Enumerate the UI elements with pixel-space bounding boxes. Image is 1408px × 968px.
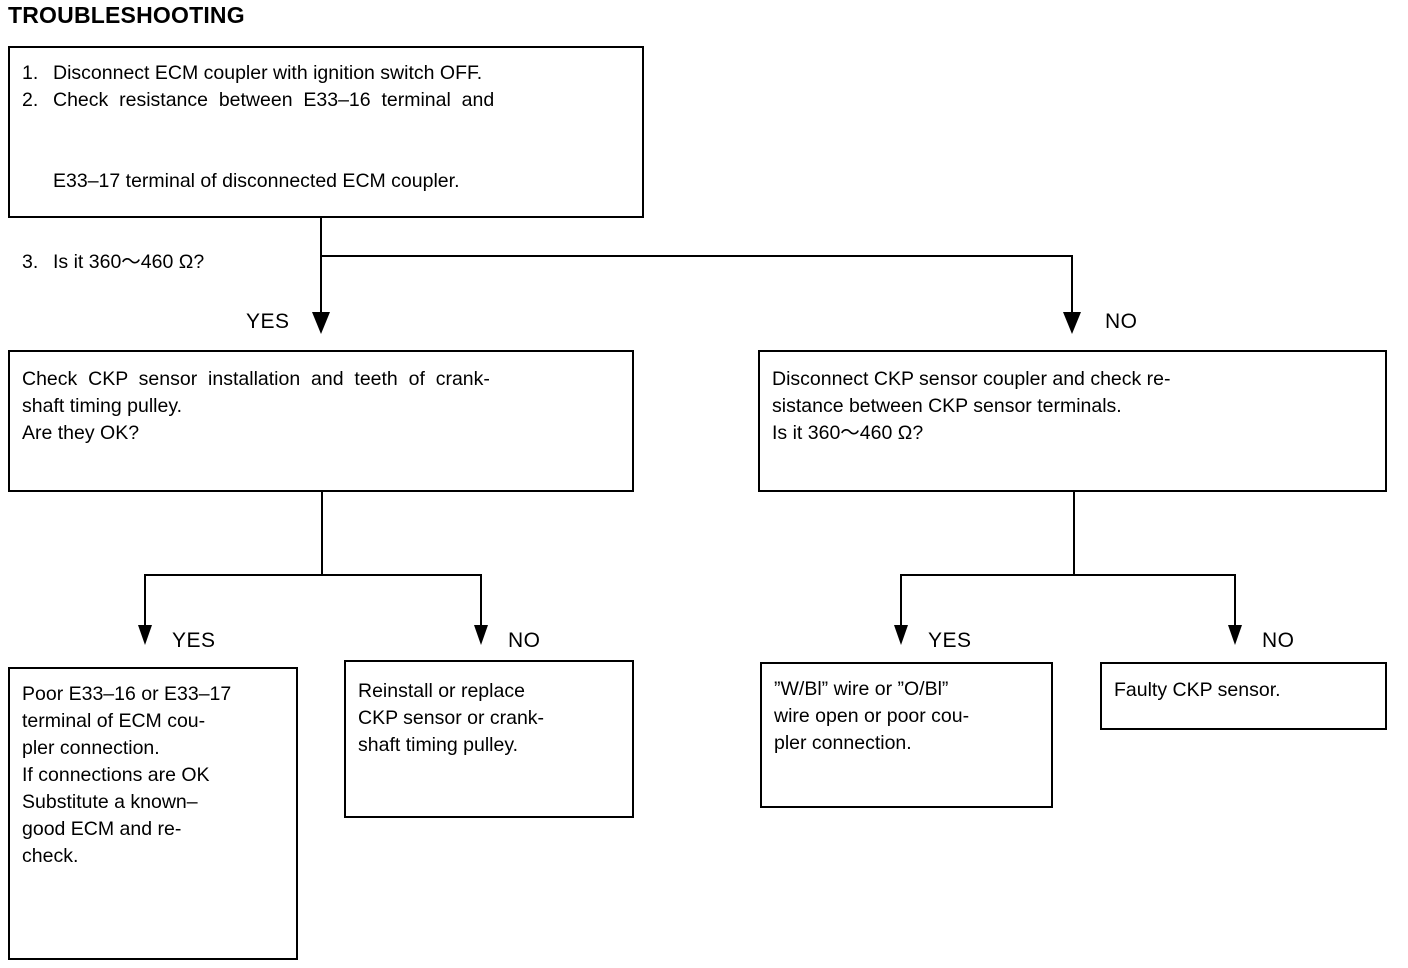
start-step-2-text: Check resistance between E33–16 terminal…	[53, 89, 495, 111]
reinstall-line-1: Reinstall or replace	[358, 680, 525, 702]
start-step-2-continuation-text: E33–17 terminal of disconnected ECM coup…	[53, 170, 460, 192]
connector-start-no-vertical	[1071, 255, 1073, 318]
connector-left-yes-vertical	[144, 574, 146, 631]
connector-start-stem	[320, 218, 322, 257]
box-poor-terminal-connection: Poor E33–16 or E33–17 terminal of ECM co…	[8, 667, 298, 960]
poor-terminal-line-1: Poor E33–16 or E33–17	[22, 683, 232, 705]
start-step-2-number: 2.	[22, 89, 39, 111]
label-left-no: NO	[508, 629, 541, 652]
check-installation-line-2: shaft timing pulley.	[22, 395, 183, 417]
label-right-yes: YES	[928, 629, 972, 652]
connector-right-yes-vertical	[900, 574, 902, 631]
start-step-3-text: Is it 360～460 Ω?	[53, 251, 205, 273]
arrow-left-yes	[138, 625, 152, 645]
disconnect-sensor-line-2: sistance between CKP sensor terminals.	[772, 395, 1122, 417]
connector-left-stem	[321, 492, 323, 576]
arrow-right-yes	[894, 625, 908, 645]
poor-terminal-line-3: pler connection.	[22, 737, 160, 759]
start-step-2: 2. Check resistance between E33–16 termi…	[22, 87, 630, 114]
box-reinstall-or-replace: Reinstall or replace CKP sensor or crank…	[344, 660, 634, 818]
connector-start-yes-vertical	[320, 255, 322, 318]
reinstall-line-3: shaft timing pulley.	[358, 734, 519, 756]
arrow-right-no	[1228, 625, 1242, 645]
check-installation-line-3: Are they OK?	[22, 422, 140, 444]
check-installation-line-1: Check CKP sensor installation and teeth …	[22, 368, 490, 390]
connector-start-to-no	[320, 255, 1073, 257]
arrow-start-no	[1063, 312, 1081, 334]
start-step-2-continuation: E33–17 terminal of disconnected ECM coup…	[22, 114, 630, 249]
connector-left-no-vertical	[480, 574, 482, 631]
start-step-1-number: 1.	[22, 62, 39, 84]
reinstall-line-2: CKP sensor or crank-	[358, 707, 545, 729]
wire-open-line-3: pler connection.	[774, 732, 912, 754]
poor-terminal-line-5: Substitute a known–	[22, 791, 198, 813]
box-disconnect-ckp-coupler: Disconnect CKP sensor coupler and check …	[758, 350, 1387, 492]
label-start-yes: YES	[246, 310, 290, 333]
disconnect-sensor-line-3: Is it 360～460 Ω?	[772, 422, 924, 444]
wire-open-line-2: wire open or poor cou-	[774, 705, 970, 727]
label-start-no: NO	[1105, 310, 1138, 333]
disconnect-sensor-line-1: Disconnect CKP sensor coupler and check …	[772, 368, 1171, 390]
label-right-no: NO	[1262, 629, 1295, 652]
connector-right-fork-bar	[900, 574, 1236, 576]
label-left-yes: YES	[172, 629, 216, 652]
box-wire-open-poor-coupler: ”W/Bl” wire or ”O/Bl” wire open or poor …	[760, 662, 1053, 808]
connector-left-fork-bar	[144, 574, 482, 576]
wire-open-line-1: ”W/Bl” wire or ”O/Bl”	[774, 678, 949, 700]
arrow-start-yes	[312, 312, 330, 334]
start-step-1-text: Disconnect ECM coupler with ignition swi…	[53, 62, 483, 84]
start-step-3-number: 3.	[22, 251, 39, 273]
faulty-sensor-line-1: Faulty CKP sensor.	[1114, 679, 1281, 701]
box-start-decision: 1. Disconnect ECM coupler with ignition …	[8, 46, 644, 273]
page-title: TROUBLESHOOTING	[8, 2, 245, 28]
poor-terminal-line-7: check.	[22, 845, 79, 867]
start-step-3: 3. Is it 360～460 Ω?	[22, 249, 630, 276]
start-step-1: 1. Disconnect ECM coupler with ignition …	[22, 60, 630, 87]
poor-terminal-line-4: If connections are OK	[22, 764, 210, 786]
poor-terminal-line-6: good ECM and re-	[22, 818, 182, 840]
box-check-ckp-installation: Check CKP sensor installation and teeth …	[8, 350, 634, 492]
box-faulty-ckp-sensor: Faulty CKP sensor.	[1100, 662, 1387, 730]
connector-right-stem	[1073, 492, 1075, 576]
arrow-left-no	[474, 625, 488, 645]
connector-right-no-vertical	[1234, 574, 1236, 631]
poor-terminal-line-2: terminal of ECM cou-	[22, 710, 206, 732]
